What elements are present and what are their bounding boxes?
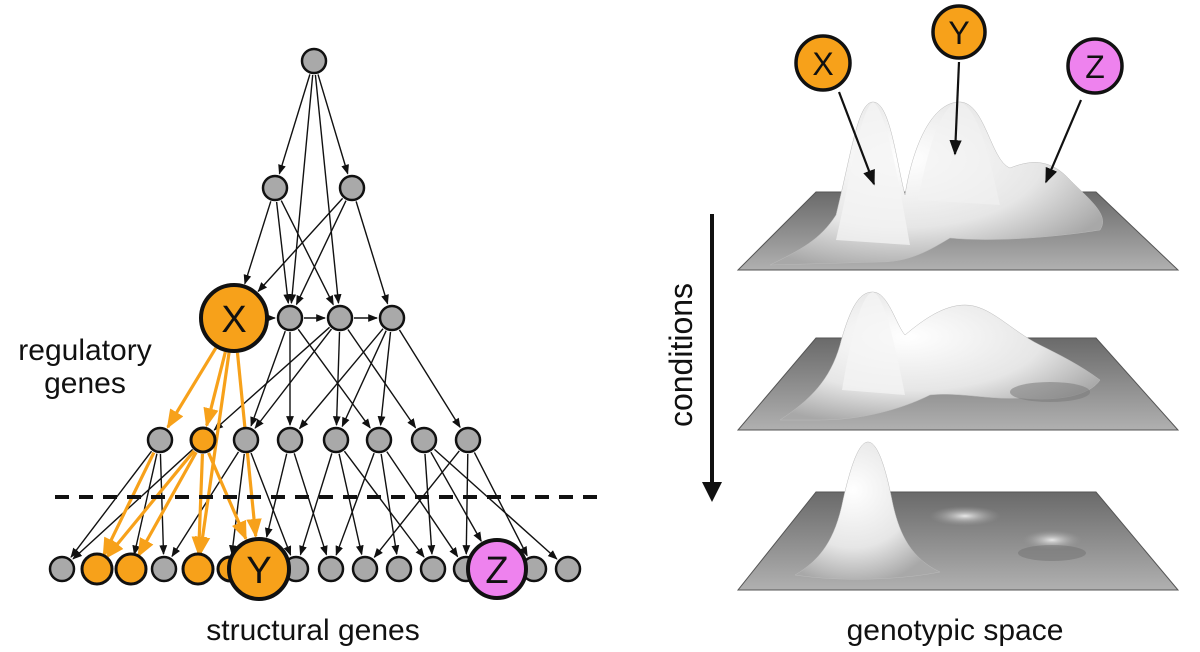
edge-c6-s9 (335, 452, 375, 556)
edge-r4-c3 (254, 328, 333, 429)
edge-a2-r5 (355, 201, 389, 305)
node-c2 (189, 426, 217, 454)
node-y-label: Y (246, 550, 271, 592)
callout-x: X (794, 34, 852, 92)
edge-r4-c7 (347, 329, 417, 429)
edge-c5-s10 (338, 453, 364, 556)
edge-r4-c5 (332, 331, 341, 426)
node-z-label: Z (485, 550, 508, 592)
regulatory-genes-label: regulatory (18, 334, 151, 367)
node-top (300, 47, 328, 75)
edge-c2-s5 (191, 453, 207, 556)
node-c8 (454, 426, 482, 454)
node-s5 (181, 552, 215, 586)
edge-r5-c8 (398, 329, 461, 429)
node-a1 (261, 174, 289, 202)
edge-r3-c3 (250, 330, 286, 427)
edge-r5-c4 (298, 328, 384, 430)
edge-c3-s8 (250, 452, 292, 556)
node-c5 (322, 426, 350, 454)
edge-top-a2 (317, 74, 349, 175)
callout-y-label: Y (948, 15, 969, 51)
node-r5 (378, 304, 406, 332)
landscape-bottom (736, 441, 1180, 591)
gene-regulatory-network: X Y Z regulatory genes structural genes (18, 47, 600, 647)
edge-c3-s6 (229, 453, 245, 556)
edge-X-c2 (203, 351, 227, 428)
edge-r5-c5 (341, 330, 387, 428)
landscape-top (736, 101, 1180, 271)
network-edges (70, 74, 558, 560)
edge-c6-s13 (386, 451, 459, 558)
edge-c5-s8 (299, 453, 333, 556)
node-s12 (419, 555, 447, 583)
node-x: X (199, 283, 269, 353)
edge-c6-s11 (380, 453, 400, 556)
landscape-middle (736, 291, 1180, 431)
node-s9 (317, 555, 345, 583)
edge-c5-s12 (343, 450, 425, 558)
edge-c2-s3 (136, 451, 198, 558)
node-s1 (48, 555, 76, 583)
arrow-y-to-peak (949, 61, 962, 156)
edge-a1-r4 (280, 200, 334, 306)
edge-c2-s2 (105, 449, 196, 559)
edge-c8-s15 (473, 452, 528, 557)
edge-X-c1 (166, 347, 218, 429)
node-a2 (338, 174, 366, 202)
arrow-x-to-peak (837, 91, 876, 186)
node-z: Z (466, 538, 528, 600)
callout-z: Z (1066, 37, 1124, 95)
edge-c1-s4 (159, 453, 168, 555)
conditions-label: conditions (663, 283, 699, 427)
node-c7 (410, 426, 438, 454)
edge-r3-c6 (297, 328, 371, 429)
node-c6 (365, 426, 393, 454)
node-c4 (276, 426, 304, 454)
node-s11 (385, 555, 413, 583)
edge-top-r4 (314, 74, 342, 305)
node-s16 (554, 555, 582, 583)
edge-c4-s9 (293, 453, 328, 556)
edge-c7-s16 (433, 448, 558, 560)
edge-c1-s1 (70, 450, 153, 558)
node-x-label: X (221, 299, 246, 341)
edge-a1-X (243, 201, 272, 285)
node-r4 (326, 304, 354, 332)
edge-c8-s13 (462, 453, 471, 555)
edge-c2-s1 (72, 448, 194, 560)
node-y: Y (227, 537, 291, 601)
arrow-z-to-peak (1044, 99, 1083, 184)
network-edges-x-targets (102, 347, 262, 559)
regulatory-genes-label-line2: genes (44, 367, 126, 400)
edge-c7-Z (430, 451, 482, 543)
node-r3 (276, 304, 304, 332)
structural-genes-label: structural genes (206, 614, 419, 647)
edge-c1-s2 (102, 451, 156, 558)
edge-a2-X (257, 197, 344, 293)
node-s2 (80, 552, 114, 586)
edge-a1-r3 (275, 201, 292, 305)
edge-r4-c2 (213, 326, 331, 431)
node-s4 (150, 555, 178, 583)
node-c1 (146, 426, 174, 454)
edge-top-a1 (278, 74, 311, 175)
edge-top-r3 (288, 74, 314, 305)
edge-c8-s10 (373, 450, 460, 559)
genotypic-space-label: genotypic space (847, 614, 1064, 647)
edge-c7-s12 (424, 453, 436, 556)
node-c3 (232, 426, 260, 454)
edge-a2-r3 (295, 200, 347, 306)
edge-X-s5 (194, 352, 231, 557)
callout-z-label: Z (1085, 49, 1105, 85)
fitness-landscapes: X Y Z conditions genotypic space (663, 4, 1180, 647)
callout-x-label: X (812, 46, 833, 82)
callout-y: Y (931, 4, 987, 60)
node-s3 (114, 552, 148, 586)
edge-c3-s4 (171, 451, 240, 558)
node-s10 (351, 555, 379, 583)
edge-r5-c6 (377, 331, 392, 427)
network-nodes (48, 47, 582, 586)
